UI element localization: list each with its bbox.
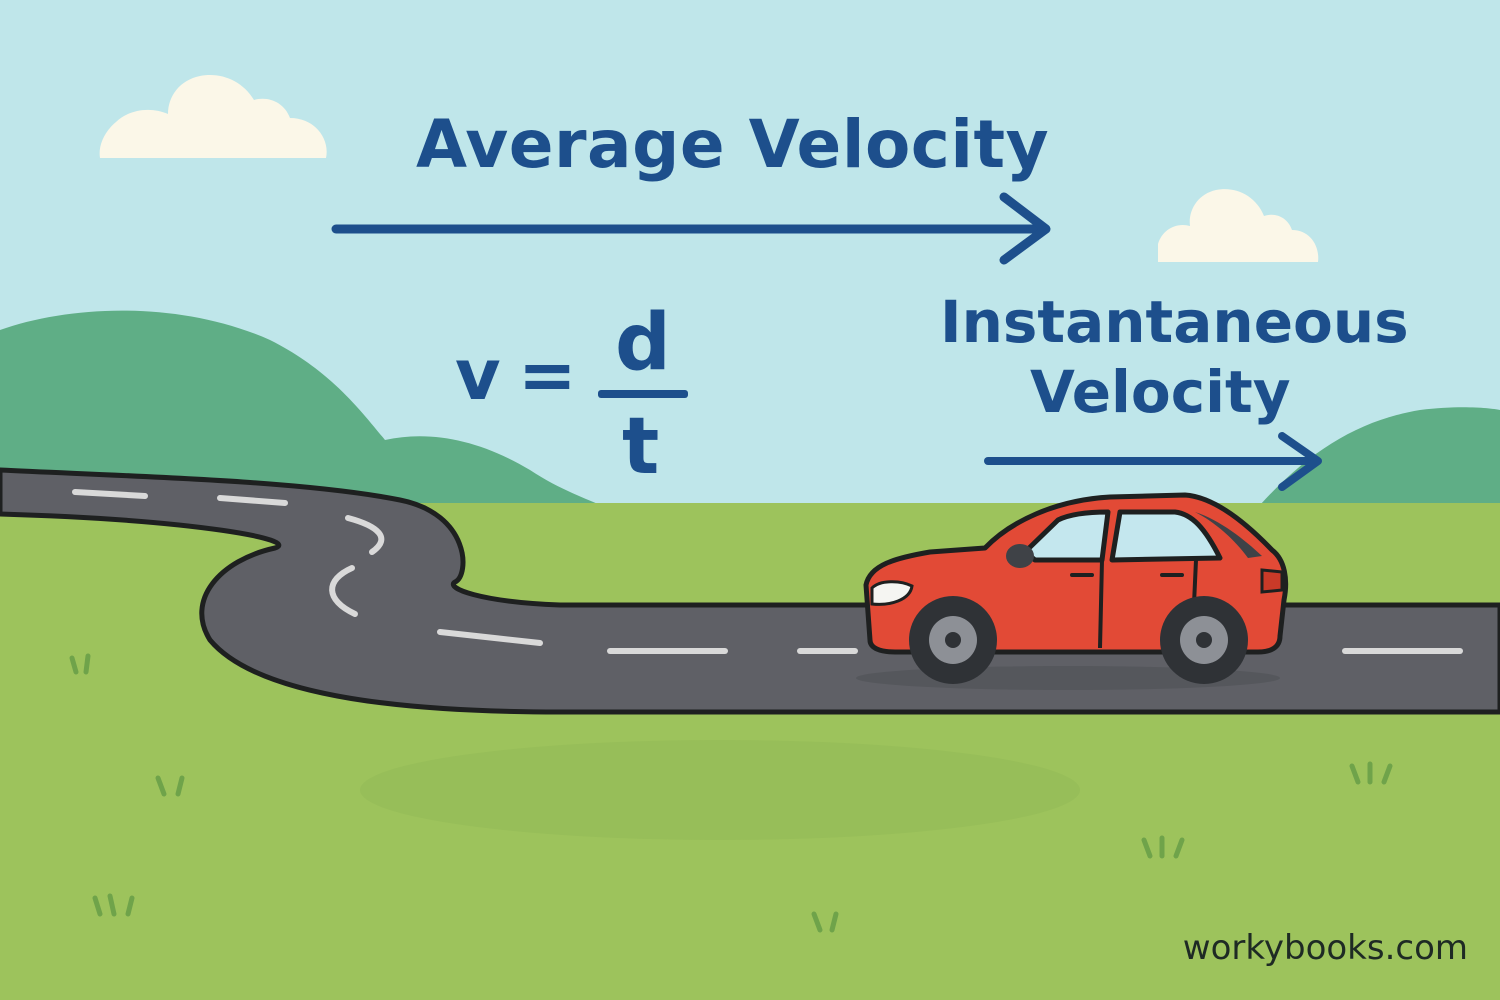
- equation-denominator-time: t: [622, 402, 660, 492]
- cloud-icon-left: [99, 75, 327, 158]
- cloud-icon-right: [1158, 189, 1319, 262]
- instantaneous-velocity-label-line2: Velocity: [1030, 358, 1291, 426]
- arrow-right-icon-instantaneous: [984, 432, 1322, 491]
- site-watermark: workybooks.com: [1182, 928, 1468, 968]
- grass-tuft-icon: [69, 653, 1393, 933]
- instantaneous-velocity-label-line1: Instantaneous: [940, 288, 1409, 356]
- fraction-bar: [598, 390, 688, 398]
- grass-shadow: [360, 740, 1080, 840]
- car-icon: [856, 492, 1289, 690]
- arrow-right-icon-average: [331, 192, 1051, 265]
- equation-equals-sign: =: [518, 334, 577, 416]
- equation-velocity-symbol: v: [455, 334, 501, 416]
- average-velocity-label: Average Velocity: [416, 106, 1050, 183]
- equation-numerator-distance: d: [615, 298, 671, 388]
